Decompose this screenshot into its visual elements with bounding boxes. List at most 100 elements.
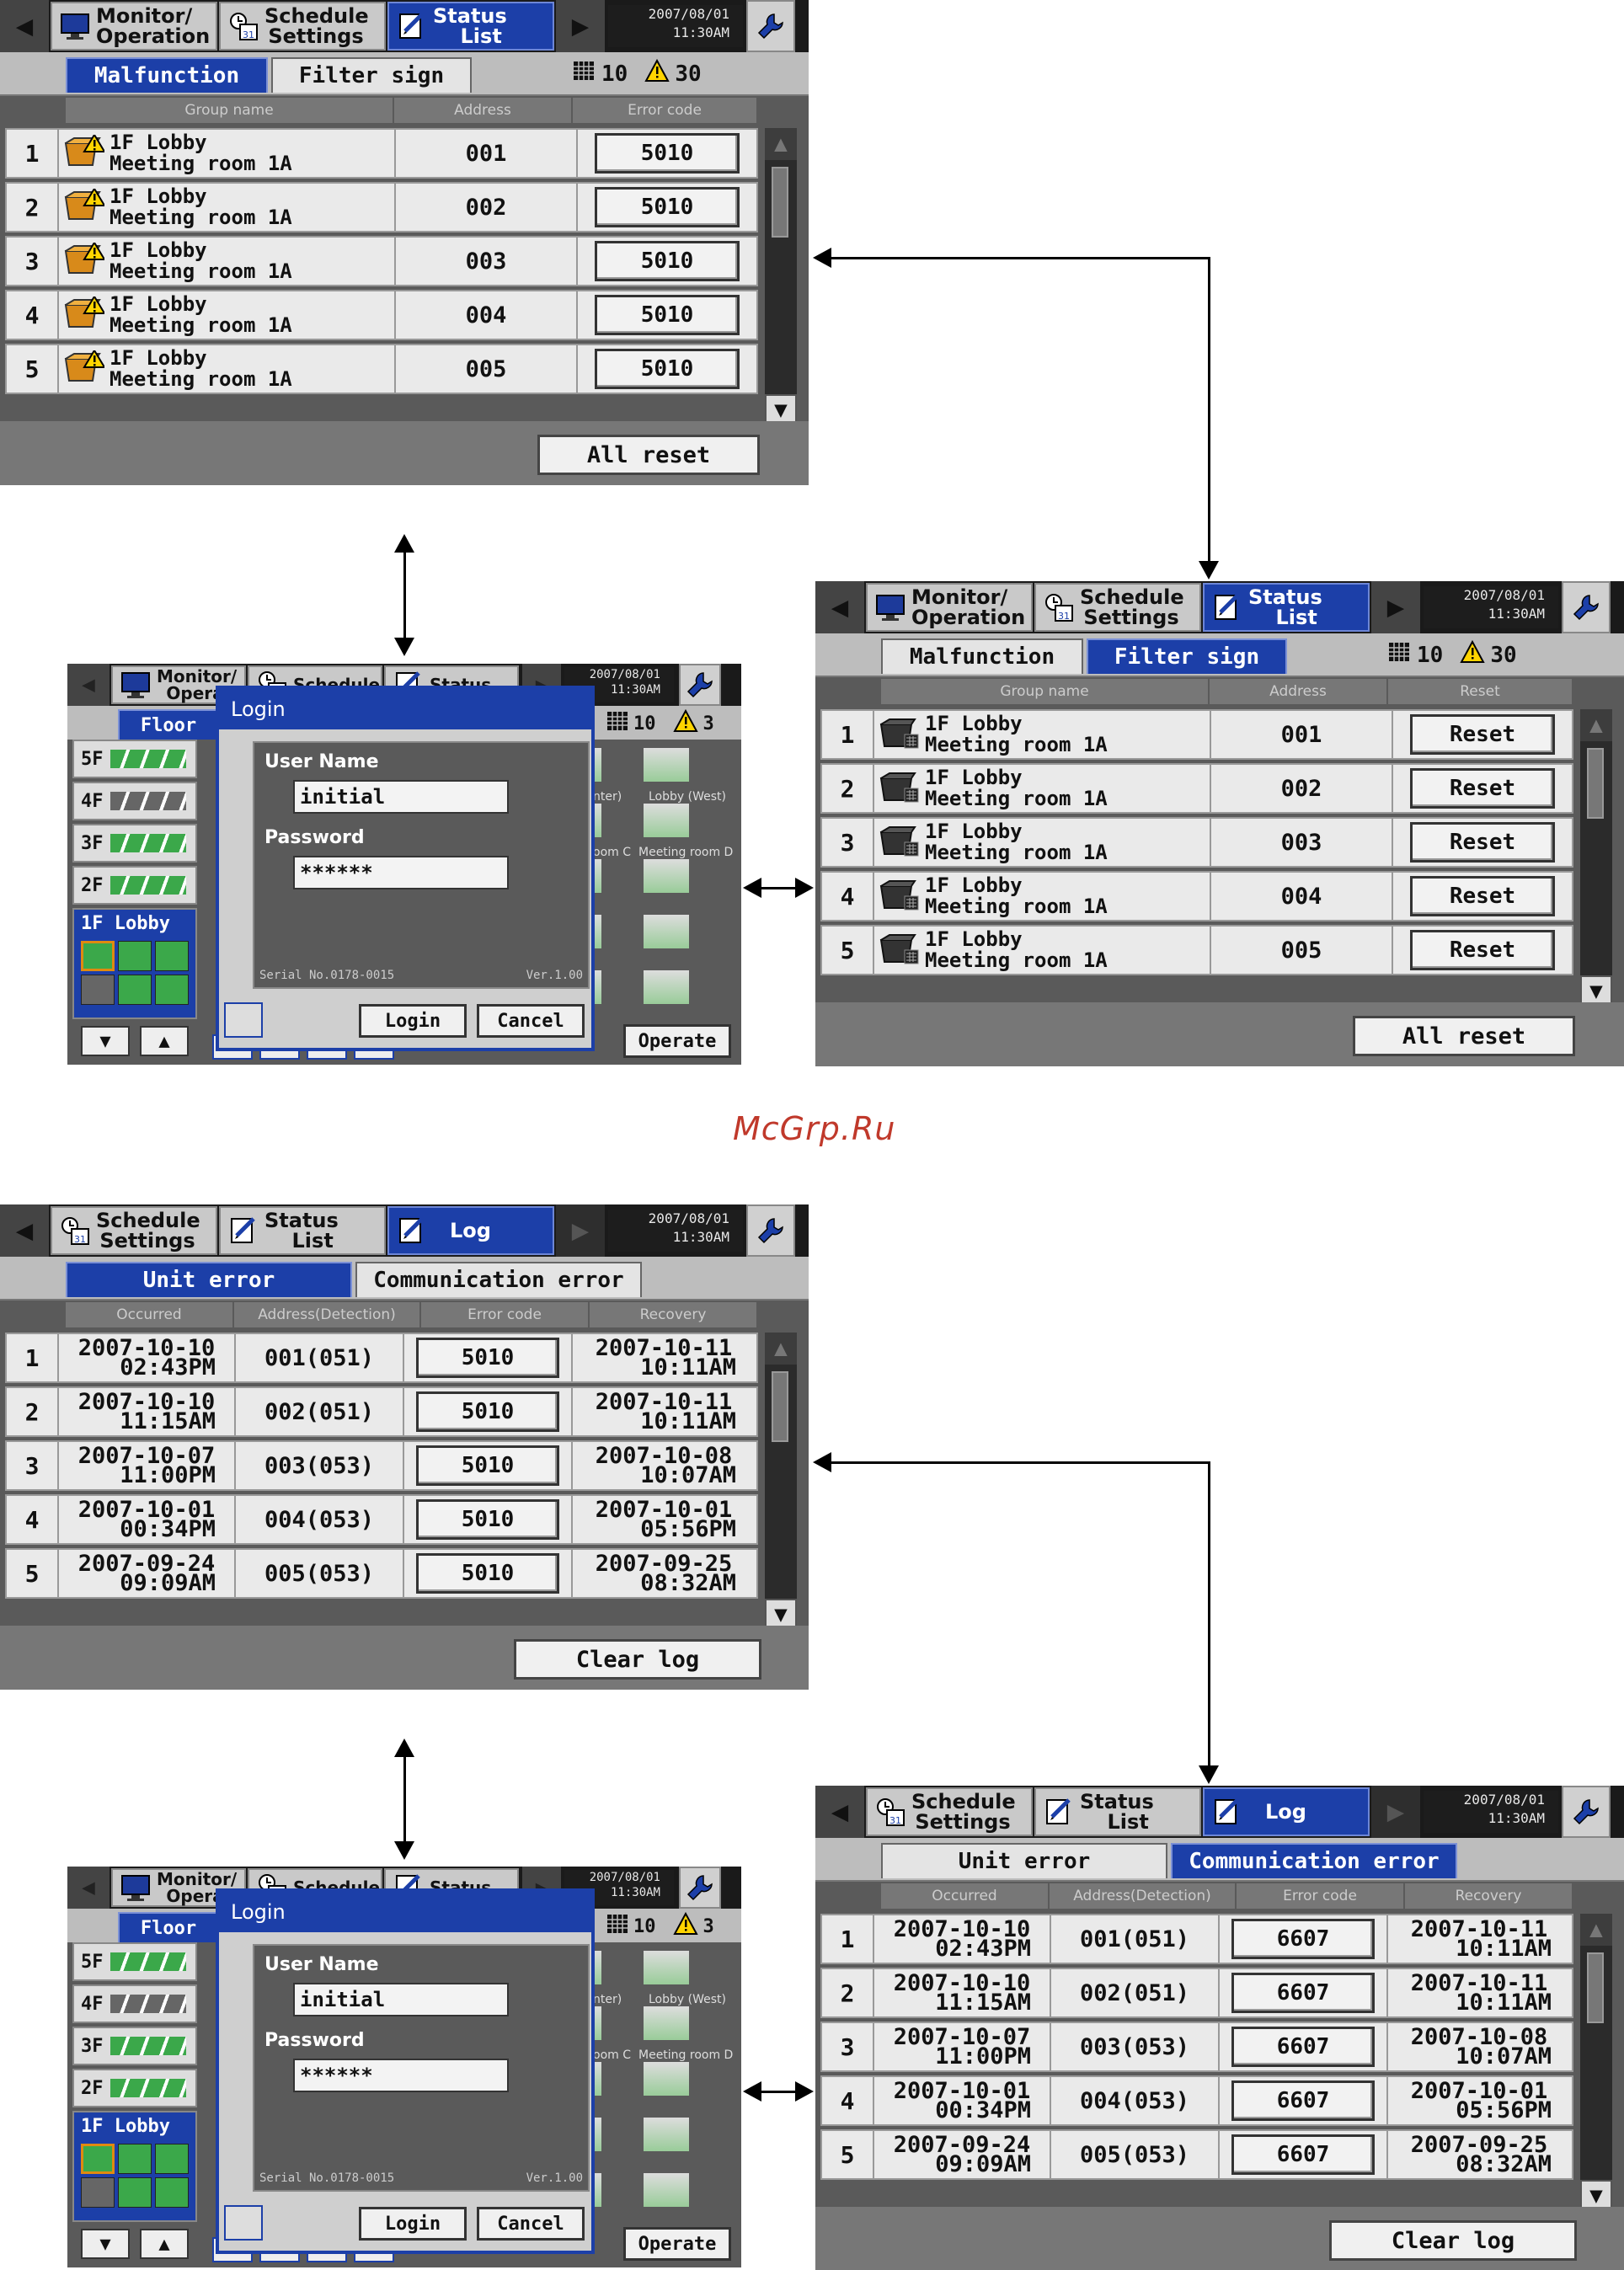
scroll-thumb[interactable] — [1587, 748, 1604, 819]
login-button[interactable]: Login — [359, 1004, 467, 1038]
tab-log[interactable]: Log — [387, 1206, 554, 1255]
tab-communication-error[interactable]: Communication error — [1171, 1843, 1457, 1878]
unit-icon[interactable] — [644, 970, 689, 1004]
scroll-thumb[interactable] — [772, 167, 788, 238]
floor-item[interactable]: 5F — [72, 1942, 197, 1981]
all-reset-button[interactable]: All reset — [1353, 1016, 1575, 1056]
user-name-field[interactable]: initial — [293, 1983, 509, 2016]
tab-unit-error[interactable]: Unit error — [66, 1262, 352, 1297]
keyboard-icon[interactable] — [224, 2205, 263, 2241]
reset-button[interactable]: Reset — [1410, 714, 1555, 755]
clear-log-button[interactable]: Clear log — [514, 1639, 761, 1680]
floor-item[interactable]: 5F — [72, 740, 197, 778]
operate-button[interactable]: Operate — [623, 1024, 731, 1058]
error-code-button[interactable]: 5010 — [416, 1391, 559, 1432]
nav-left-arrow[interactable]: ◀ — [0, 1204, 49, 1257]
clear-log-button[interactable]: Clear log — [1329, 2220, 1577, 2261]
tab-filter-sign[interactable]: Filter sign — [1087, 638, 1287, 674]
unit-icon[interactable] — [644, 748, 689, 782]
tab-floor[interactable]: Floor — [118, 709, 219, 740]
floor-down-icon[interactable]: ▼ — [81, 1026, 130, 1056]
floor-item[interactable]: 2F — [72, 866, 197, 905]
wrench-icon[interactable] — [679, 1867, 721, 1909]
tab-monitor[interactable]: Monitor/Operation — [51, 2, 217, 51]
cancel-button[interactable]: Cancel — [477, 2207, 585, 2241]
password-field[interactable]: ****** — [293, 2059, 509, 2092]
tab-unit-error[interactable]: Unit error — [881, 1843, 1167, 1878]
scroll-up-icon[interactable]: ▲ — [1580, 1914, 1612, 1946]
unit-icon[interactable] — [644, 859, 689, 893]
error-code-button[interactable]: 5010 — [595, 133, 740, 174]
unit-icon[interactable] — [644, 2006, 689, 2040]
tab-floor[interactable]: Floor — [118, 1912, 219, 1942]
floor-down-icon[interactable]: ▼ — [81, 2229, 130, 2259]
nav-left-arrow[interactable]: ◀ — [67, 664, 110, 706]
unit-icon[interactable] — [644, 2062, 689, 2096]
tab-malfunction[interactable]: Malfunction — [881, 638, 1083, 674]
scroll-up-icon[interactable]: ▲ — [765, 128, 797, 160]
floor-up-icon[interactable]: ▲ — [140, 1026, 189, 1056]
floor-up-icon[interactable]: ▲ — [140, 2229, 189, 2259]
floor-item[interactable]: 4F — [72, 782, 197, 820]
floor-item[interactable]: 1F Lobby — [72, 908, 197, 1019]
scroll-up-icon[interactable]: ▲ — [1580, 709, 1612, 741]
wrench-icon[interactable] — [746, 1204, 795, 1257]
wrench-icon[interactable] — [1562, 1786, 1611, 1838]
nav-left-arrow[interactable]: ◀ — [815, 1786, 864, 1838]
wrench-icon[interactable] — [746, 0, 795, 52]
wrench-icon[interactable] — [679, 664, 721, 706]
error-code-button[interactable]: 6607 — [1231, 1973, 1375, 2013]
error-code-button[interactable]: 5010 — [595, 349, 740, 389]
cancel-button[interactable]: Cancel — [477, 1004, 585, 1038]
nav-right-arrow[interactable]: ▶ — [1371, 1786, 1420, 1838]
reset-button[interactable]: Reset — [1410, 930, 1555, 970]
nav-right-arrow[interactable]: ▶ — [556, 1204, 605, 1257]
tab-communication-error[interactable]: Communication error — [355, 1262, 642, 1297]
floor-item[interactable]: 3F — [72, 2027, 197, 2065]
unit-icon[interactable] — [644, 804, 689, 837]
error-code-button[interactable]: 5010 — [416, 1445, 559, 1486]
error-code-button[interactable]: 5010 — [416, 1338, 559, 1378]
login-button[interactable]: Login — [359, 2207, 467, 2241]
scrollbar[interactable]: ▲▼ — [765, 128, 797, 426]
error-code-button[interactable]: 6607 — [1231, 2027, 1375, 2067]
keyboard-icon[interactable] — [224, 1002, 263, 1038]
scroll-up-icon[interactable]: ▲ — [765, 1333, 797, 1365]
all-reset-button[interactable]: All reset — [537, 435, 760, 475]
reset-button[interactable]: Reset — [1410, 822, 1555, 863]
scroll-thumb[interactable] — [772, 1371, 788, 1442]
tab-log[interactable]: Log — [1203, 1787, 1370, 1836]
nav-right-arrow[interactable]: ▶ — [1371, 581, 1420, 633]
floor-item[interactable]: 4F — [72, 1984, 197, 2023]
unit-icon[interactable] — [644, 2118, 689, 2151]
error-code-button[interactable]: 5010 — [416, 1553, 559, 1594]
floor-item[interactable]: 3F — [72, 824, 197, 863]
scroll-down-icon[interactable]: ▼ — [765, 394, 797, 426]
floor-item[interactable]: 1F Lobby — [72, 2111, 197, 2222]
nav-left-arrow[interactable]: ◀ — [815, 581, 864, 633]
nav-left-arrow[interactable]: ◀ — [0, 0, 49, 52]
error-code-button[interactable]: 5010 — [416, 1499, 559, 1540]
